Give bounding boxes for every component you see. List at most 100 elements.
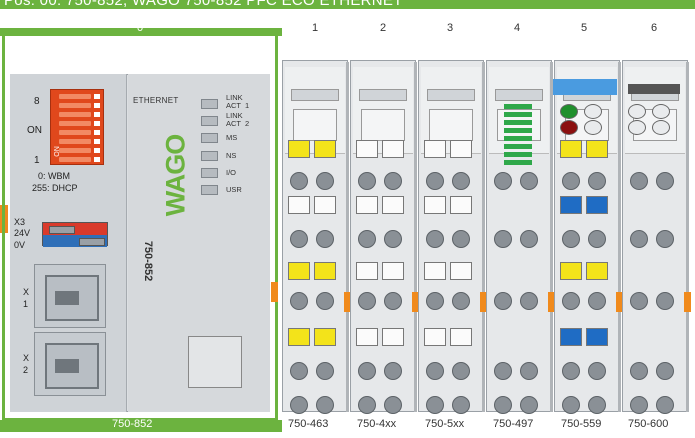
module-label-750-559: 750-559 bbox=[561, 418, 602, 430]
dip-label-bottom: 1 bbox=[34, 155, 40, 166]
terminal-clamp bbox=[520, 292, 538, 310]
push-button-white[interactable] bbox=[382, 328, 404, 346]
terminal-clamp bbox=[520, 172, 538, 190]
channel-led-icon bbox=[504, 136, 532, 141]
module-label-750-600: 750-600 bbox=[628, 418, 669, 430]
terminal-clamp bbox=[452, 362, 470, 380]
slot-number-1[interactable]: 1 bbox=[311, 22, 319, 34]
channel-led-icon bbox=[504, 104, 532, 109]
terminal-clamp bbox=[562, 362, 580, 380]
terminal-clamp bbox=[656, 396, 674, 414]
terminal-clamp bbox=[494, 230, 512, 248]
terminal-clamp bbox=[588, 230, 606, 248]
dip-switch-block[interactable] bbox=[50, 89, 104, 165]
channel-led-icon bbox=[504, 112, 532, 117]
push-button-yellow[interactable] bbox=[288, 262, 310, 280]
push-button-white[interactable] bbox=[382, 196, 404, 214]
led-label-link-act-1: LINK ACT 1 bbox=[226, 93, 250, 110]
ethernet-port-x2[interactable] bbox=[34, 332, 106, 396]
push-button-blue[interactable] bbox=[586, 328, 608, 346]
module-separator bbox=[550, 62, 553, 412]
push-button-white[interactable] bbox=[356, 196, 378, 214]
terminal-clamp bbox=[316, 172, 334, 190]
module-separator bbox=[414, 62, 417, 412]
push-button-white[interactable] bbox=[424, 196, 446, 214]
terminal-clamp bbox=[630, 362, 648, 380]
push-button-white[interactable] bbox=[450, 140, 472, 158]
push-button-white[interactable] bbox=[450, 196, 472, 214]
push-button-white[interactable] bbox=[382, 140, 404, 158]
status-led-icon bbox=[584, 120, 602, 135]
push-button-blue[interactable] bbox=[586, 196, 608, 214]
connector-tab bbox=[616, 292, 623, 312]
push-button-white[interactable] bbox=[356, 262, 378, 280]
slot-number-5[interactable]: 5 bbox=[580, 22, 588, 34]
connector-tab bbox=[271, 282, 278, 302]
channel-led-icon bbox=[504, 160, 532, 165]
push-button-yellow[interactable] bbox=[314, 328, 336, 346]
terminal-clamp bbox=[358, 172, 376, 190]
push-button-white[interactable] bbox=[356, 140, 378, 158]
terminal-clamp bbox=[520, 396, 538, 414]
terminal-clamp bbox=[426, 292, 444, 310]
led-link-act-2 bbox=[201, 116, 218, 126]
connector-tab bbox=[412, 292, 419, 312]
push-button-white[interactable] bbox=[424, 262, 446, 280]
connector-tab bbox=[684, 292, 691, 312]
ethernet-port-x1[interactable] bbox=[34, 264, 106, 328]
push-button-white[interactable] bbox=[314, 196, 336, 214]
module-marker-window bbox=[359, 89, 407, 101]
push-button-yellow[interactable] bbox=[288, 140, 310, 158]
channel-led-icon bbox=[504, 128, 532, 133]
power-terminal[interactable] bbox=[42, 222, 108, 247]
selected-slot-bottom-bar bbox=[0, 420, 282, 432]
led-link-act-1 bbox=[201, 99, 218, 109]
terminal-clamp bbox=[520, 362, 538, 380]
push-button-white[interactable] bbox=[450, 262, 472, 280]
push-button-white[interactable] bbox=[424, 140, 446, 158]
terminal-clamp bbox=[494, 292, 512, 310]
slot-number-6[interactable]: 6 bbox=[650, 22, 658, 34]
led-label-ns: NS bbox=[226, 151, 237, 160]
push-button-white[interactable] bbox=[424, 328, 446, 346]
channel-led-icon bbox=[504, 152, 532, 157]
channel-led-icon bbox=[504, 120, 532, 125]
slot-number-0[interactable]: 0 bbox=[136, 22, 144, 34]
push-button-blue[interactable] bbox=[560, 328, 582, 346]
slot-number-4[interactable]: 4 bbox=[513, 22, 521, 34]
push-button-white[interactable] bbox=[288, 196, 310, 214]
terminal-clamp bbox=[358, 230, 376, 248]
slot-number-3[interactable]: 3 bbox=[446, 22, 454, 34]
connector-tab bbox=[344, 292, 351, 312]
terminal-clamp bbox=[290, 172, 308, 190]
push-button-yellow[interactable] bbox=[288, 328, 310, 346]
push-button-blue[interactable] bbox=[560, 196, 582, 214]
terminal-clamp bbox=[630, 172, 648, 190]
push-button-yellow[interactable] bbox=[560, 262, 582, 280]
module-separator bbox=[686, 62, 689, 412]
terminal-clamp bbox=[562, 230, 580, 248]
connector-tab bbox=[548, 292, 555, 312]
slot-number-2[interactable]: 2 bbox=[379, 22, 387, 34]
led-io bbox=[201, 168, 218, 178]
io-module-750-559[interactable] bbox=[554, 60, 620, 412]
led-usr bbox=[201, 185, 218, 195]
push-button-yellow[interactable] bbox=[314, 140, 336, 158]
push-button-yellow[interactable] bbox=[586, 262, 608, 280]
push-button-white[interactable] bbox=[382, 262, 404, 280]
push-button-white[interactable] bbox=[450, 328, 472, 346]
module-led-block bbox=[429, 109, 473, 141]
power-0v-label: 0V bbox=[14, 240, 26, 250]
port-label-x1: X 1 bbox=[23, 287, 30, 309]
push-button-white[interactable] bbox=[356, 328, 378, 346]
module-top-panel bbox=[285, 67, 345, 154]
led-ms bbox=[201, 133, 218, 143]
sd-card-door[interactable] bbox=[188, 336, 242, 388]
terminal-clamp bbox=[426, 396, 444, 414]
terminal-clamp bbox=[384, 172, 402, 190]
push-button-yellow[interactable] bbox=[314, 262, 336, 280]
push-button-yellow[interactable] bbox=[586, 140, 608, 158]
push-button-yellow[interactable] bbox=[560, 140, 582, 158]
mode-text-wbm: 0: WBM bbox=[38, 171, 71, 181]
connector-tab bbox=[480, 292, 487, 312]
